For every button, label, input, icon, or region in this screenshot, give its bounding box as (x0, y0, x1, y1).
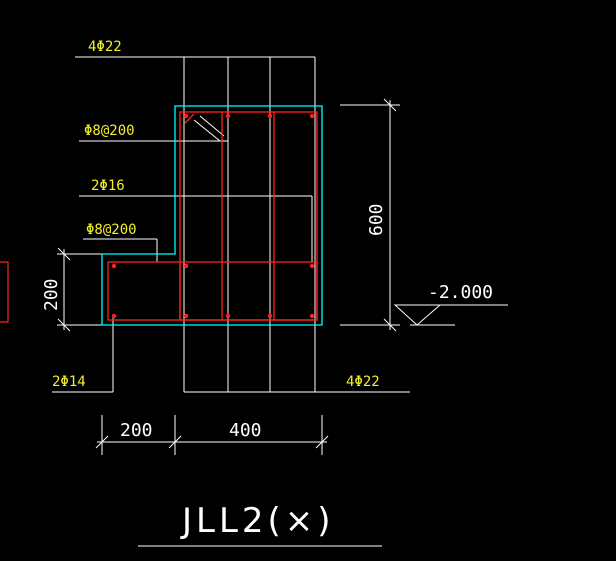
dim-beam-width: 400 (229, 420, 262, 441)
adjacent-element-fragment (0, 261, 9, 323)
label-side-bars: 2Φ16 (91, 178, 125, 194)
leader-lines (52, 56, 508, 547)
rebar-group (107, 111, 318, 321)
dim-height: 600 (366, 203, 387, 236)
label-top-main: 4Φ22 (88, 39, 122, 55)
elevation-value: -2.000 (428, 282, 493, 303)
label-flange-bars: 2Φ14 (52, 374, 86, 390)
label-bottom-main: 4Φ22 (346, 374, 380, 390)
main-stirrup (179, 111, 318, 321)
section-outline (101, 105, 323, 326)
drawing-title: JLL2(×) (180, 501, 335, 541)
label-stirrup-2: Φ8@200 (86, 222, 137, 238)
flange-stirrup (107, 261, 318, 321)
label-stirrup-1: Φ8@200 (84, 123, 135, 139)
dim-flange-width: 200 (120, 420, 153, 441)
dim-flange-height: 200 (41, 278, 62, 311)
rebar-dots (111, 113, 315, 319)
